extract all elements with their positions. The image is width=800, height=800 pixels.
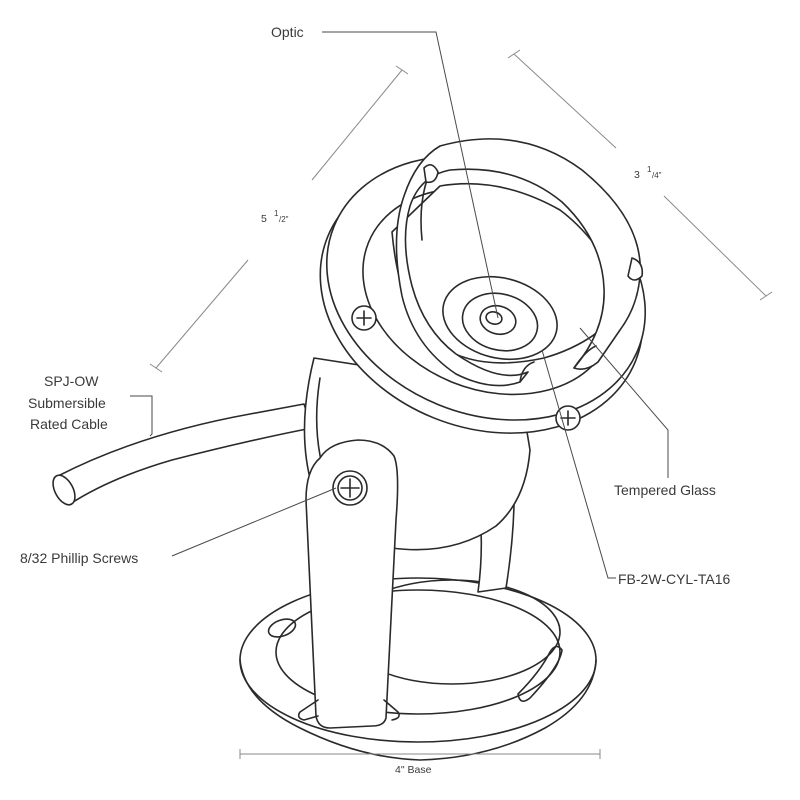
svg-text:1: 1 — [274, 209, 279, 218]
cable-label-line1: SPJ-OW — [44, 373, 99, 389]
cable-label-line3: Rated Cable — [30, 416, 108, 432]
front-bracket — [297, 439, 400, 729]
svg-text:5: 5 — [261, 213, 267, 225]
bracket-screw — [332, 470, 368, 506]
face-screw-bottom — [555, 405, 581, 431]
dimension-width — [507, 49, 773, 301]
face-screw-right — [627, 257, 644, 281]
tempered-glass-label: Tempered Glass — [614, 482, 716, 498]
svg-text:/2": /2" — [279, 215, 289, 224]
cable-label-line2: Submersible — [28, 395, 106, 411]
svg-text:1: 1 — [647, 165, 652, 174]
svg-text:3: 3 — [634, 169, 640, 181]
svg-text:/4": /4" — [652, 171, 662, 180]
face-screw-top — [423, 164, 439, 184]
width-dimension-label: 3 1 /4" — [634, 165, 662, 181]
screws-label: 8/32 Phillip Screws — [20, 550, 138, 566]
height-dimension-label: 5 1 /2" — [261, 209, 289, 225]
optic-label: Optic — [271, 24, 304, 40]
dimension-base — [239, 749, 601, 759]
model-label: FB-2W-CYL-TA16 — [618, 571, 730, 587]
dimension-height — [149, 65, 409, 373]
cable — [52, 403, 313, 506]
face-screw-left — [351, 305, 377, 331]
optic-lens — [479, 304, 517, 336]
base-dimension-label: 4" Base — [395, 764, 432, 776]
leader-lines — [130, 31, 669, 579]
base-plate — [239, 577, 597, 761]
